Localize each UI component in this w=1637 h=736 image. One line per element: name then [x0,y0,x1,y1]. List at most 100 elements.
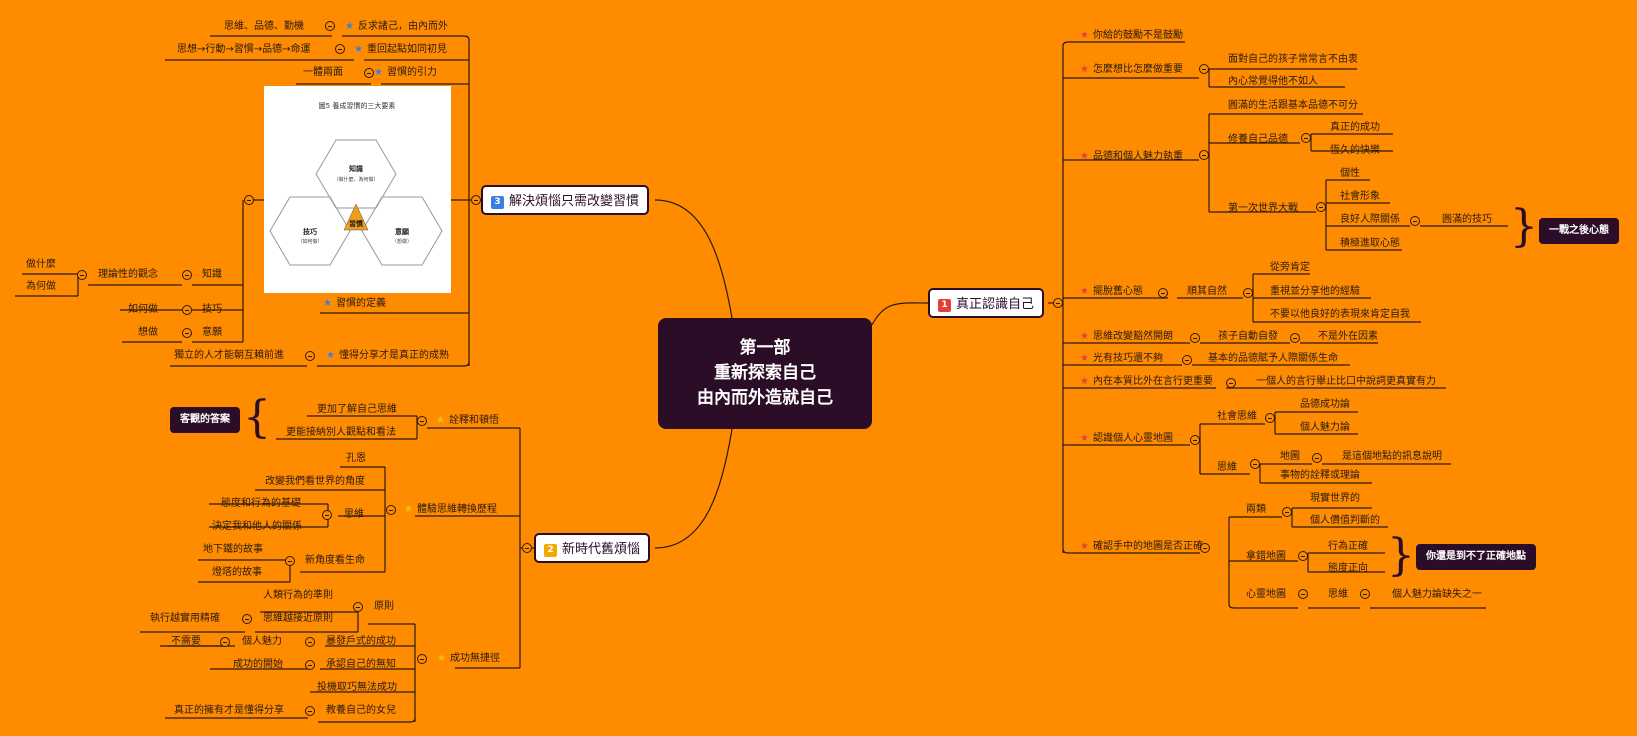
node[interactable]: 真正的成功 [1330,122,1380,133]
node[interactable]: 個人魅力 [242,636,282,647]
node[interactable]: 更加了解自己思維 [317,404,397,415]
node[interactable]: 社會形象 [1340,191,1380,202]
summary-note[interactable]: 客觀的答案 [170,407,240,433]
node[interactable]: 個人魅力論缺失之一 [1392,589,1482,600]
node-sharing-maturity[interactable]: ★懂得分享才是真正的成熟 [326,350,449,361]
collapse-icon[interactable] [1360,589,1370,599]
node[interactable]: 拿錯地圖 [1246,551,1286,562]
node[interactable]: 重視並分享他的經驗 [1270,286,1360,297]
collapse-icon[interactable] [1410,216,1420,226]
node[interactable]: 不需要 [171,636,201,647]
collapse-icon[interactable] [353,602,363,612]
collapse-icon[interactable] [1298,551,1308,561]
node[interactable]: 技巧 [202,304,222,315]
collapse-icon[interactable] [1199,64,1209,74]
collapse-icon[interactable] [471,195,481,205]
node[interactable]: 更能接納別人觀點和看法 [286,427,396,438]
collapse-icon[interactable] [305,706,315,716]
node[interactable]: 人類行為的準則 [263,590,333,601]
node[interactable]: 面對自己的孩子常常言不由衷 [1228,54,1358,65]
collapse-icon[interactable] [325,21,335,31]
node-encouragement[interactable]: ★你給的鼓勵不是鼓勵 [1080,30,1183,41]
node[interactable]: 個人魅力論 [1300,422,1350,433]
collapse-icon[interactable] [1190,333,1200,343]
node[interactable]: 燈塔的故事 [212,567,262,578]
node[interactable]: 改變我們看世界的角度 [265,476,365,487]
collapse-icon[interactable] [364,68,374,78]
node-paradigm-shift[interactable]: ★體驗思維轉換歷程 [404,504,497,515]
node[interactable]: 教養自己的女兒 [326,705,396,716]
node[interactable]: 承認自己的無知 [326,659,396,670]
collapse-icon[interactable] [1053,298,1063,308]
node[interactable]: 原則 [374,601,394,612]
collapse-icon[interactable] [305,660,315,670]
collapse-icon[interactable] [1200,543,1210,553]
node[interactable]: 孔恩 [346,453,366,464]
collapse-icon[interactable] [242,614,252,624]
node[interactable]: 社會思維 [1217,411,1257,422]
collapse-icon[interactable] [220,637,230,647]
node-no-shortcut[interactable]: ★成功無捷徑 [437,653,500,664]
node[interactable]: 思維 [344,509,364,520]
node[interactable]: 良好人際關係 [1340,214,1400,225]
node-habit-pull[interactable]: ★習慣的引力 [374,67,437,78]
node[interactable]: 新角度看生命 [305,555,365,566]
node[interactable]: 投機取巧無法成功 [317,682,397,693]
node[interactable]: 個性 [1340,168,1360,179]
node[interactable]: 知識 [202,269,222,280]
node-inside-out[interactable]: ★反求諸己，由內而外 [345,21,448,32]
node[interactable]: 一個人的言行舉止比口中說詞更真實有力 [1256,376,1436,387]
collapse-icon[interactable] [1226,378,1236,388]
node[interactable]: 修養自己品德 [1228,134,1288,145]
node[interactable]: 是這個地點的訊息說明 [1342,451,1442,462]
node[interactable]: 為何做 [26,281,56,292]
collapse-icon[interactable] [182,328,192,338]
collapse-icon[interactable] [1243,288,1253,298]
node[interactable]: 圓滿的技巧 [1442,214,1492,225]
collapse-icon[interactable] [305,351,315,361]
node-skills-not-enough[interactable]: ★光有技巧還不夠 [1080,353,1163,364]
node[interactable]: 從旁肯定 [1270,262,1310,273]
collapse-icon[interactable] [305,637,315,647]
central-topic[interactable]: 第一部 重新探索自己 由內而外造就自己 [658,318,872,429]
node[interactable]: 真正的擁有才是懂得分享 [174,705,284,716]
node-habit-definition[interactable]: ★習慣的定義 [323,298,386,309]
node[interactable]: 個人價值判斷的 [1310,515,1380,526]
node[interactable]: 不是外在因素 [1318,331,1378,342]
node[interactable]: 如何做 [128,304,158,315]
node[interactable]: 態度和行為的基礎 [221,498,301,509]
node[interactable]: 成功的開始 [233,659,283,670]
node[interactable]: 順其自然 [1187,286,1227,297]
node[interactable]: 暴發戶式的成功 [326,636,396,647]
node[interactable]: 內心常覺得他不如人 [1228,76,1318,87]
node[interactable]: 積極進取心態 [1340,238,1400,249]
node[interactable]: 地下鐵的故事 [203,544,263,555]
node[interactable]: 恆久的快樂 [1330,145,1380,156]
node[interactable]: 品德成功論 [1300,399,1350,410]
collapse-icon[interactable] [1265,413,1275,423]
node-mindset-change[interactable]: ★思維改變豁然開朗 [1080,331,1173,342]
collapse-icon[interactable] [1301,133,1311,143]
collapse-icon[interactable] [417,654,427,664]
collapse-icon[interactable] [1312,453,1322,463]
node-think-vs-do[interactable]: ★怎麼想比怎麼做重要 [1080,64,1183,75]
node[interactable]: 基本的品德賦予人際關係生命 [1208,353,1338,364]
node[interactable]: 思維 [1217,462,1237,473]
collapse-icon[interactable] [1199,150,1209,160]
node-interpretation[interactable]: ★詮釋和頓悟 [436,415,499,426]
collapse-icon[interactable] [77,270,87,280]
node[interactable]: 獨立的人才能朝互賴前進 [174,350,284,361]
node[interactable]: 孩子自動自發 [1218,331,1278,342]
node[interactable]: 第一次世界大戰 [1228,203,1298,214]
collapse-icon[interactable] [182,305,192,315]
node[interactable]: 思想→行動→習慣→品德→命運 [177,44,311,55]
node[interactable]: 圓滿的生活跟基本品德不可分 [1228,100,1358,111]
collapse-icon[interactable] [1250,459,1260,469]
collapse-icon[interactable] [285,556,295,566]
node[interactable]: 理論性的觀念 [98,269,158,280]
node[interactable]: 一體兩面 [303,67,343,78]
node[interactable]: 兩類 [1246,504,1266,515]
